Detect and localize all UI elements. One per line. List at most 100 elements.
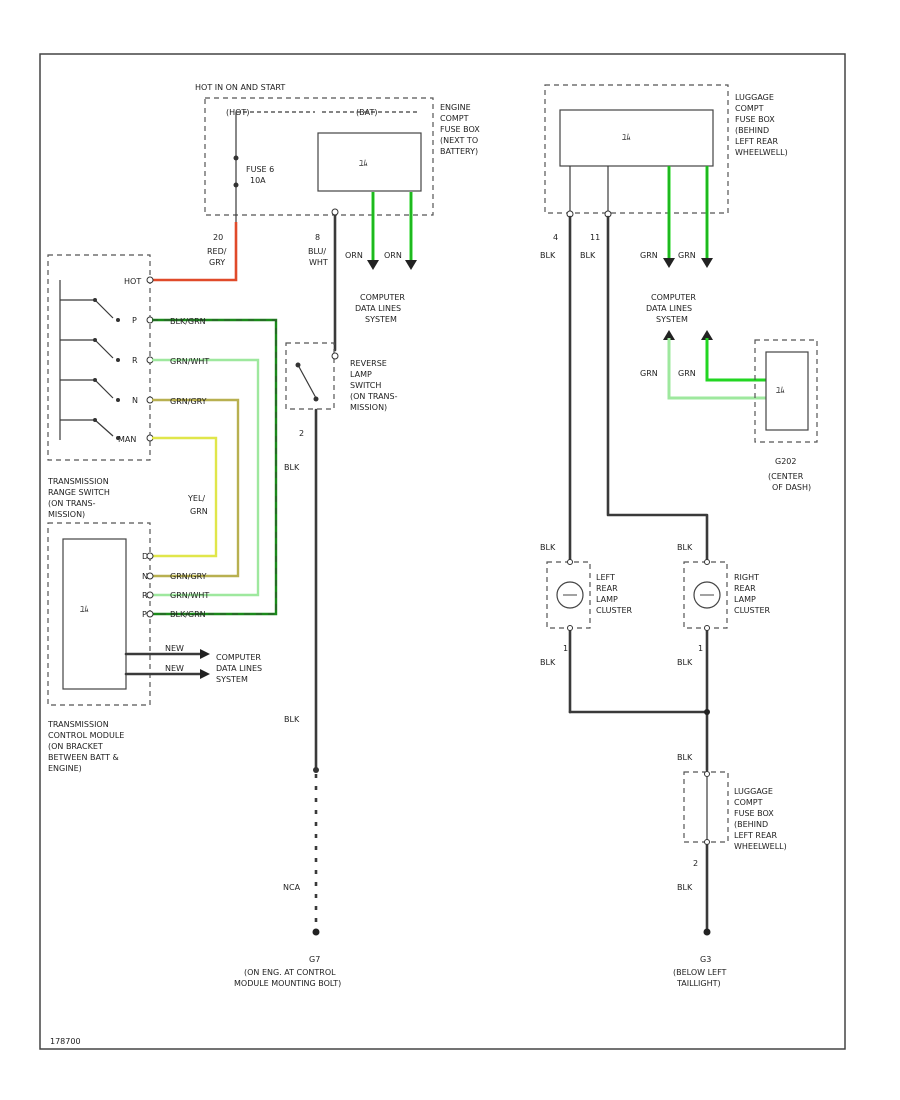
- svg-text:LEFT REAR: LEFT REAR: [734, 831, 777, 840]
- fuse-name: FUSE 6: [246, 165, 274, 174]
- luggage-fuse-box-top: ﾕﾑ LUGGAGE COMPT FUSE BOX (BEHIND LEFT R…: [540, 84, 788, 260]
- svg-text:LAMP: LAMP: [734, 595, 756, 604]
- svg-text:REAR: REAR: [734, 584, 756, 593]
- svg-text:COMPUTER: COMPUTER: [651, 293, 696, 302]
- svg-text:COMPT: COMPT: [735, 104, 764, 113]
- svg-text:RIGHT: RIGHT: [734, 573, 759, 582]
- svg-text:BLK: BLK: [284, 463, 300, 472]
- svg-text:GRN/GRY: GRN/GRY: [170, 397, 207, 406]
- svg-text:N: N: [142, 572, 148, 581]
- svg-text:CLUSTER: CLUSTER: [734, 606, 771, 615]
- svg-text:ﾕﾑ: ﾕﾑ: [776, 386, 785, 396]
- g202-module: ﾕﾑ G202 (CENTER OF DASH): [754, 339, 818, 492]
- svg-text:20: 20: [213, 233, 223, 242]
- svg-text:ENGINE): ENGINE): [48, 764, 82, 773]
- svg-text:11: 11: [590, 233, 600, 242]
- fuse-amps: 10A: [250, 176, 266, 185]
- luggage-data-lines: GRN GRN COMPUTER DATA LINES SYSTEM GRN G…: [640, 166, 766, 400]
- svg-text:LEFT REAR: LEFT REAR: [735, 137, 778, 146]
- svg-text:P: P: [142, 610, 147, 619]
- svg-text:G3: G3: [700, 955, 711, 964]
- svg-text:BLK: BLK: [677, 883, 693, 892]
- svg-text:SYSTEM: SYSTEM: [656, 315, 688, 324]
- range-to-tcm-wires: BLK/GRN GRN/WHT GRN/GRY YEL/ GRN: [152, 317, 278, 616]
- svg-text:1: 1: [563, 644, 568, 653]
- svg-text:GRY: GRY: [209, 258, 225, 267]
- svg-text:SWITCH: SWITCH: [350, 381, 381, 390]
- tcm-label: TRANSMISSION: [47, 720, 109, 729]
- svg-text:LEFT: LEFT: [596, 573, 615, 582]
- svg-text:BLU/: BLU/: [308, 247, 326, 256]
- computer-data-lines-label: COMPUTER: [360, 293, 405, 302]
- svg-text:BLK: BLK: [284, 715, 300, 724]
- svg-text:LAMP: LAMP: [596, 595, 618, 604]
- svg-text:GRN: GRN: [640, 369, 658, 378]
- svg-text:BLK: BLK: [580, 251, 596, 260]
- g7-description: (ON ENG. AT CONTROL: [244, 968, 336, 977]
- svg-text:CLUSTER: CLUSTER: [596, 606, 633, 615]
- svg-text:COMPT: COMPT: [440, 114, 469, 123]
- svg-text:MAN: MAN: [118, 435, 136, 444]
- svg-text:G202: G202: [775, 457, 796, 466]
- svg-text:BLK/GRN: BLK/GRN: [170, 317, 206, 326]
- svg-text:BLK: BLK: [677, 543, 693, 552]
- svg-text:RED/: RED/: [207, 247, 227, 256]
- reverse-lamp-switch: REVERSE LAMP SWITCH (ON TRANS- MISSION) …: [285, 342, 398, 438]
- transmission-range-switch: HOT P R N MAN TRANSMISSION RANGE SWITCH …: [47, 254, 154, 519]
- svg-text:MISSION): MISSION): [48, 510, 85, 519]
- svg-text:COMPUTER: COMPUTER: [216, 653, 261, 662]
- svg-text:GRN/WHT: GRN/WHT: [170, 357, 209, 366]
- fuse-box-module: [317, 132, 422, 192]
- svg-text:ﾕﾑ: ﾕﾑ: [622, 133, 631, 143]
- svg-text:(ON TRANS-: (ON TRANS-: [350, 392, 398, 401]
- svg-text:G7: G7: [309, 955, 320, 964]
- svg-text:OF DASH): OF DASH): [772, 483, 811, 492]
- luggage-fuse-box-bottom: LUGGAGE COMPT FUSE BOX (BEHIND LEFT REAR…: [673, 771, 787, 988]
- svg-text:BLK: BLK: [677, 658, 693, 667]
- svg-text:(BEHIND: (BEHIND: [735, 126, 769, 135]
- svg-text:(NEXT TO: (NEXT TO: [440, 136, 478, 145]
- svg-text:SYSTEM: SYSTEM: [216, 675, 248, 684]
- svg-text:ORN: ORN: [345, 251, 363, 260]
- svg-text:D: D: [142, 552, 148, 561]
- svg-text:(ON TRANS-: (ON TRANS-: [48, 499, 96, 508]
- fuse-terminal: [233, 155, 239, 161]
- svg-text:REVERSE: REVERSE: [350, 359, 387, 368]
- g7-ground: [312, 928, 320, 936]
- svg-text:YEL/: YEL/: [187, 494, 205, 503]
- svg-text:LUGGAGE: LUGGAGE: [735, 93, 774, 102]
- left-rear-lamp-cluster: LEFT REAR LAMP CLUSTER: [546, 559, 633, 631]
- svg-text:GRN: GRN: [640, 251, 658, 260]
- diagram-frame: [39, 53, 846, 1050]
- g3-ground: [703, 928, 711, 936]
- svg-text:BLK: BLK: [540, 658, 556, 667]
- svg-text:TAILLIGHT): TAILLIGHT): [676, 979, 721, 988]
- svg-text:BLK: BLK: [540, 251, 556, 260]
- hot-in-run-start-label: HOT IN ON AND START: [195, 83, 285, 92]
- svg-text:RANGE SWITCH: RANGE SWITCH: [48, 488, 110, 497]
- svg-text:R: R: [132, 356, 138, 365]
- svg-text:FUSE BOX: FUSE BOX: [734, 809, 774, 818]
- svg-text:BATTERY): BATTERY): [440, 147, 478, 156]
- svg-text:DATA LINES: DATA LINES: [216, 664, 262, 673]
- svg-text:BLK: BLK: [677, 753, 693, 762]
- svg-text:GRN: GRN: [678, 369, 696, 378]
- engine-fuse-box-label: ENGINE: [440, 103, 471, 112]
- svg-text:8: 8: [315, 233, 320, 242]
- svg-text:DATA LINES: DATA LINES: [646, 304, 692, 313]
- engine-fuse-box: HOT IN ON AND START (HOT) (BAT) FUSE 6 1…: [195, 83, 480, 216]
- rear-lamp-wires: BLK BLK 1 1 BLK BLK BLK: [540, 215, 710, 772]
- svg-text:WHT: WHT: [309, 258, 328, 267]
- svg-text:FUSE BOX: FUSE BOX: [735, 115, 775, 124]
- svg-text:WHEELWELL): WHEELWELL): [734, 842, 787, 851]
- svg-text:LAMP: LAMP: [350, 370, 372, 379]
- svg-text:COMPT: COMPT: [734, 798, 763, 807]
- figure-id: 178700: [50, 1037, 81, 1046]
- svg-text:P: P: [132, 316, 137, 325]
- svg-text:(BEHIND: (BEHIND: [734, 820, 768, 829]
- svg-text:GRN/WHT: GRN/WHT: [170, 591, 209, 600]
- engine-data-lines: ORN ORN COMPUTER DATA LINES SYSTEM: [345, 192, 417, 324]
- svg-text:N: N: [132, 396, 138, 405]
- svg-text:GRN: GRN: [678, 251, 696, 260]
